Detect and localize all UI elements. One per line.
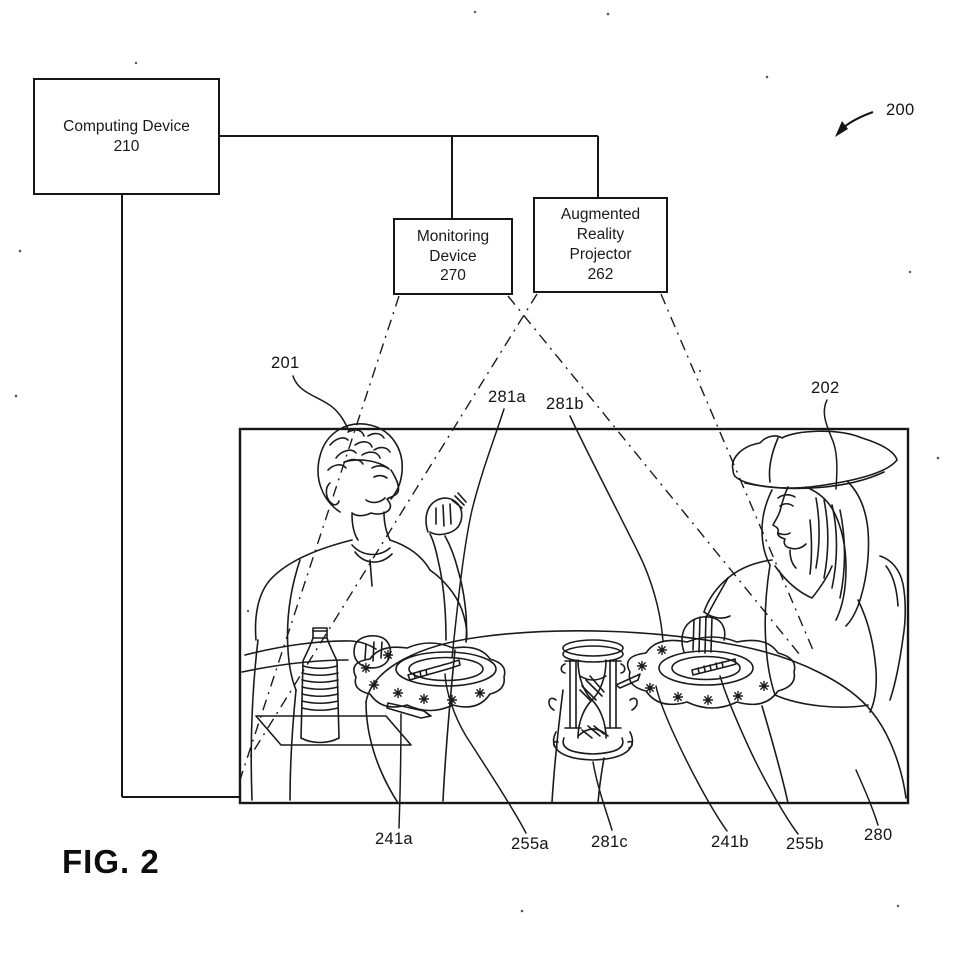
right-woman [681, 430, 907, 713]
leader-281a [451, 408, 505, 659]
monitoring-beam-right [507, 295, 801, 656]
monitoring-device-number: 270 [440, 267, 466, 285]
scan-noise-dots [14, 10, 940, 913]
ref-label-202: 202 [811, 379, 840, 397]
ref-label-281b: 281b [546, 395, 584, 413]
ref-label-281c: 281c [591, 833, 628, 851]
left-plate [353, 642, 506, 712]
projector-beam-left [247, 293, 538, 761]
ref-200-arrow [835, 111, 874, 137]
ref-label-241b: 241b [711, 833, 749, 851]
scene-frame [238, 427, 910, 805]
computing-device-label: Computing Device [63, 117, 190, 135]
leader-lines [292, 375, 879, 835]
monitoring-device-label: Monitoring Device [416, 227, 490, 265]
projection-beam-lines [239, 293, 814, 781]
ar-projector-box: Augmented Reality Projector 262 [533, 197, 668, 293]
ar-projector-number: 262 [587, 265, 614, 283]
hourglass [548, 639, 638, 761]
leader-202 [823, 399, 838, 490]
right-plate [615, 636, 796, 709]
ref-label-200: 200 [886, 101, 915, 119]
computing-device-box: Computing Device 210 [33, 78, 220, 195]
leader-255a [444, 673, 527, 834]
figure-label: FIG. 2 [62, 843, 160, 880]
left-woman [241, 423, 468, 801]
right-plate-fork [691, 658, 737, 676]
ar-projector-label: Augmented Reality Projector [560, 206, 641, 263]
leader-241b [655, 685, 728, 832]
plate-side-utensil [615, 673, 641, 689]
ref-label-255a: 255a [511, 835, 549, 853]
leader-255b [719, 675, 799, 835]
ref-label-281a: 281a [488, 388, 526, 406]
water-bottle [300, 627, 340, 744]
leader-241a [398, 713, 402, 829]
scene-art [14, 10, 940, 913]
projector-beam-right [660, 293, 814, 651]
left-plate-knife [407, 659, 461, 681]
leader-281b [569, 415, 664, 643]
connector-lines [121, 135, 599, 798]
monitoring-beam-left [239, 295, 400, 781]
ref-label-280: 280 [864, 826, 893, 844]
ref-label-241a: 241a [375, 830, 413, 848]
ref-label-201: 201 [271, 354, 300, 372]
ref-label-255b: 255b [786, 835, 824, 853]
leader-201 [292, 375, 350, 432]
leader-280 [855, 769, 879, 826]
dining-table [365, 630, 907, 804]
notepad [255, 715, 412, 746]
leader-281c [592, 761, 613, 831]
computing-device-number: 210 [113, 137, 140, 155]
monitoring-device-box: Monitoring Device 270 [393, 218, 513, 295]
